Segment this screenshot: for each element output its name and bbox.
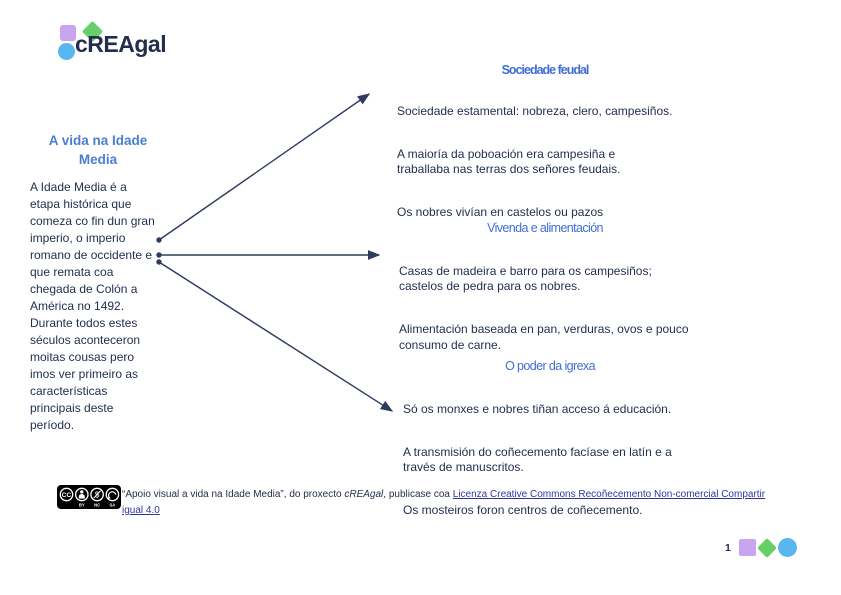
section-body-vivenda-alimentacion: Casas de madeira e barro para os campesi… xyxy=(399,248,734,381)
attribution-text: “Apoio visual a vida na Idade Media”, do… xyxy=(122,487,834,519)
section-title-sociedade-feudal: Sociedade feudal xyxy=(501,63,590,77)
sa-label: SA xyxy=(109,503,115,508)
attribution-project-name: cREAgal xyxy=(344,489,384,500)
by-label: BY xyxy=(79,503,85,508)
nc-label: NC xyxy=(94,503,100,508)
section-body-sociedade-feudal: Sociedade estamental: nobreza, clero, ca… xyxy=(397,88,722,248)
license-link-line1[interactable]: Licenza Creative Commons Recoñecemento N… xyxy=(452,489,766,500)
footer-purple-square-icon xyxy=(739,539,756,556)
paragraph: A transmisión do coñecemento facíase en … xyxy=(403,444,672,475)
paragraph: Os nobres vivían en castelos ou pazos xyxy=(397,205,604,219)
section-title-vivenda-alimentacion: Vivenda e alimentación xyxy=(487,221,603,235)
intro-paragraph: A Idade Media é a etapa histórica que co… xyxy=(30,180,155,432)
license-link-line2[interactable]: igual 4.0 xyxy=(122,505,160,516)
paragraph: Alimentación baseada en pan, verduras, o… xyxy=(399,322,689,352)
sa-arrow-circle-icon xyxy=(107,491,117,499)
footer-green-diamond-icon xyxy=(757,538,777,558)
page-title: A vida na Idade Media xyxy=(48,133,148,167)
footer-blue-circle-icon xyxy=(778,538,797,557)
section-body-poder-igrexa: Só os monxes e nobres tiñan acceso á edu… xyxy=(403,386,738,546)
page-number: 1 xyxy=(725,542,731,554)
arrow-to-poder-igrexa xyxy=(158,261,394,412)
arrow-to-sociedade-feudal xyxy=(158,93,371,241)
section-title-poder-igrexa: O poder da igrexa xyxy=(505,359,595,373)
logo-blue-circle-icon xyxy=(58,43,75,60)
nc-dollar-slash-icon: $ xyxy=(93,490,101,499)
cc-by-nc-sa-badge-icon: CC $ BY NC SA xyxy=(57,485,121,509)
attribution-prefix: “Apoio visual a vida na Idade Media”, do… xyxy=(122,489,345,500)
paragraph: Sociedade estamental: nobreza, clero, ca… xyxy=(397,103,673,118)
paragraph: Os mosteiros foron centros de coñecement… xyxy=(403,503,643,517)
creagal-logo: cREAgal xyxy=(58,20,188,64)
logo-wordmark: cREAgal xyxy=(75,31,167,57)
paragraph: Só os monxes e nobres tiñan acceso á edu… xyxy=(403,401,672,416)
license-link[interactable]: Licenza Creative Commons Recoñecemento N… xyxy=(122,489,765,516)
attribution-middle: , publicase coa xyxy=(383,489,453,500)
paragraph: Casas de madeira e barro para os campesi… xyxy=(399,263,652,294)
logo-purple-square-icon xyxy=(60,25,76,41)
cc-glyph: CC xyxy=(62,492,72,499)
paragraph: A maioría da poboación era campesiña e t… xyxy=(397,146,621,177)
by-person-icon xyxy=(78,490,85,499)
